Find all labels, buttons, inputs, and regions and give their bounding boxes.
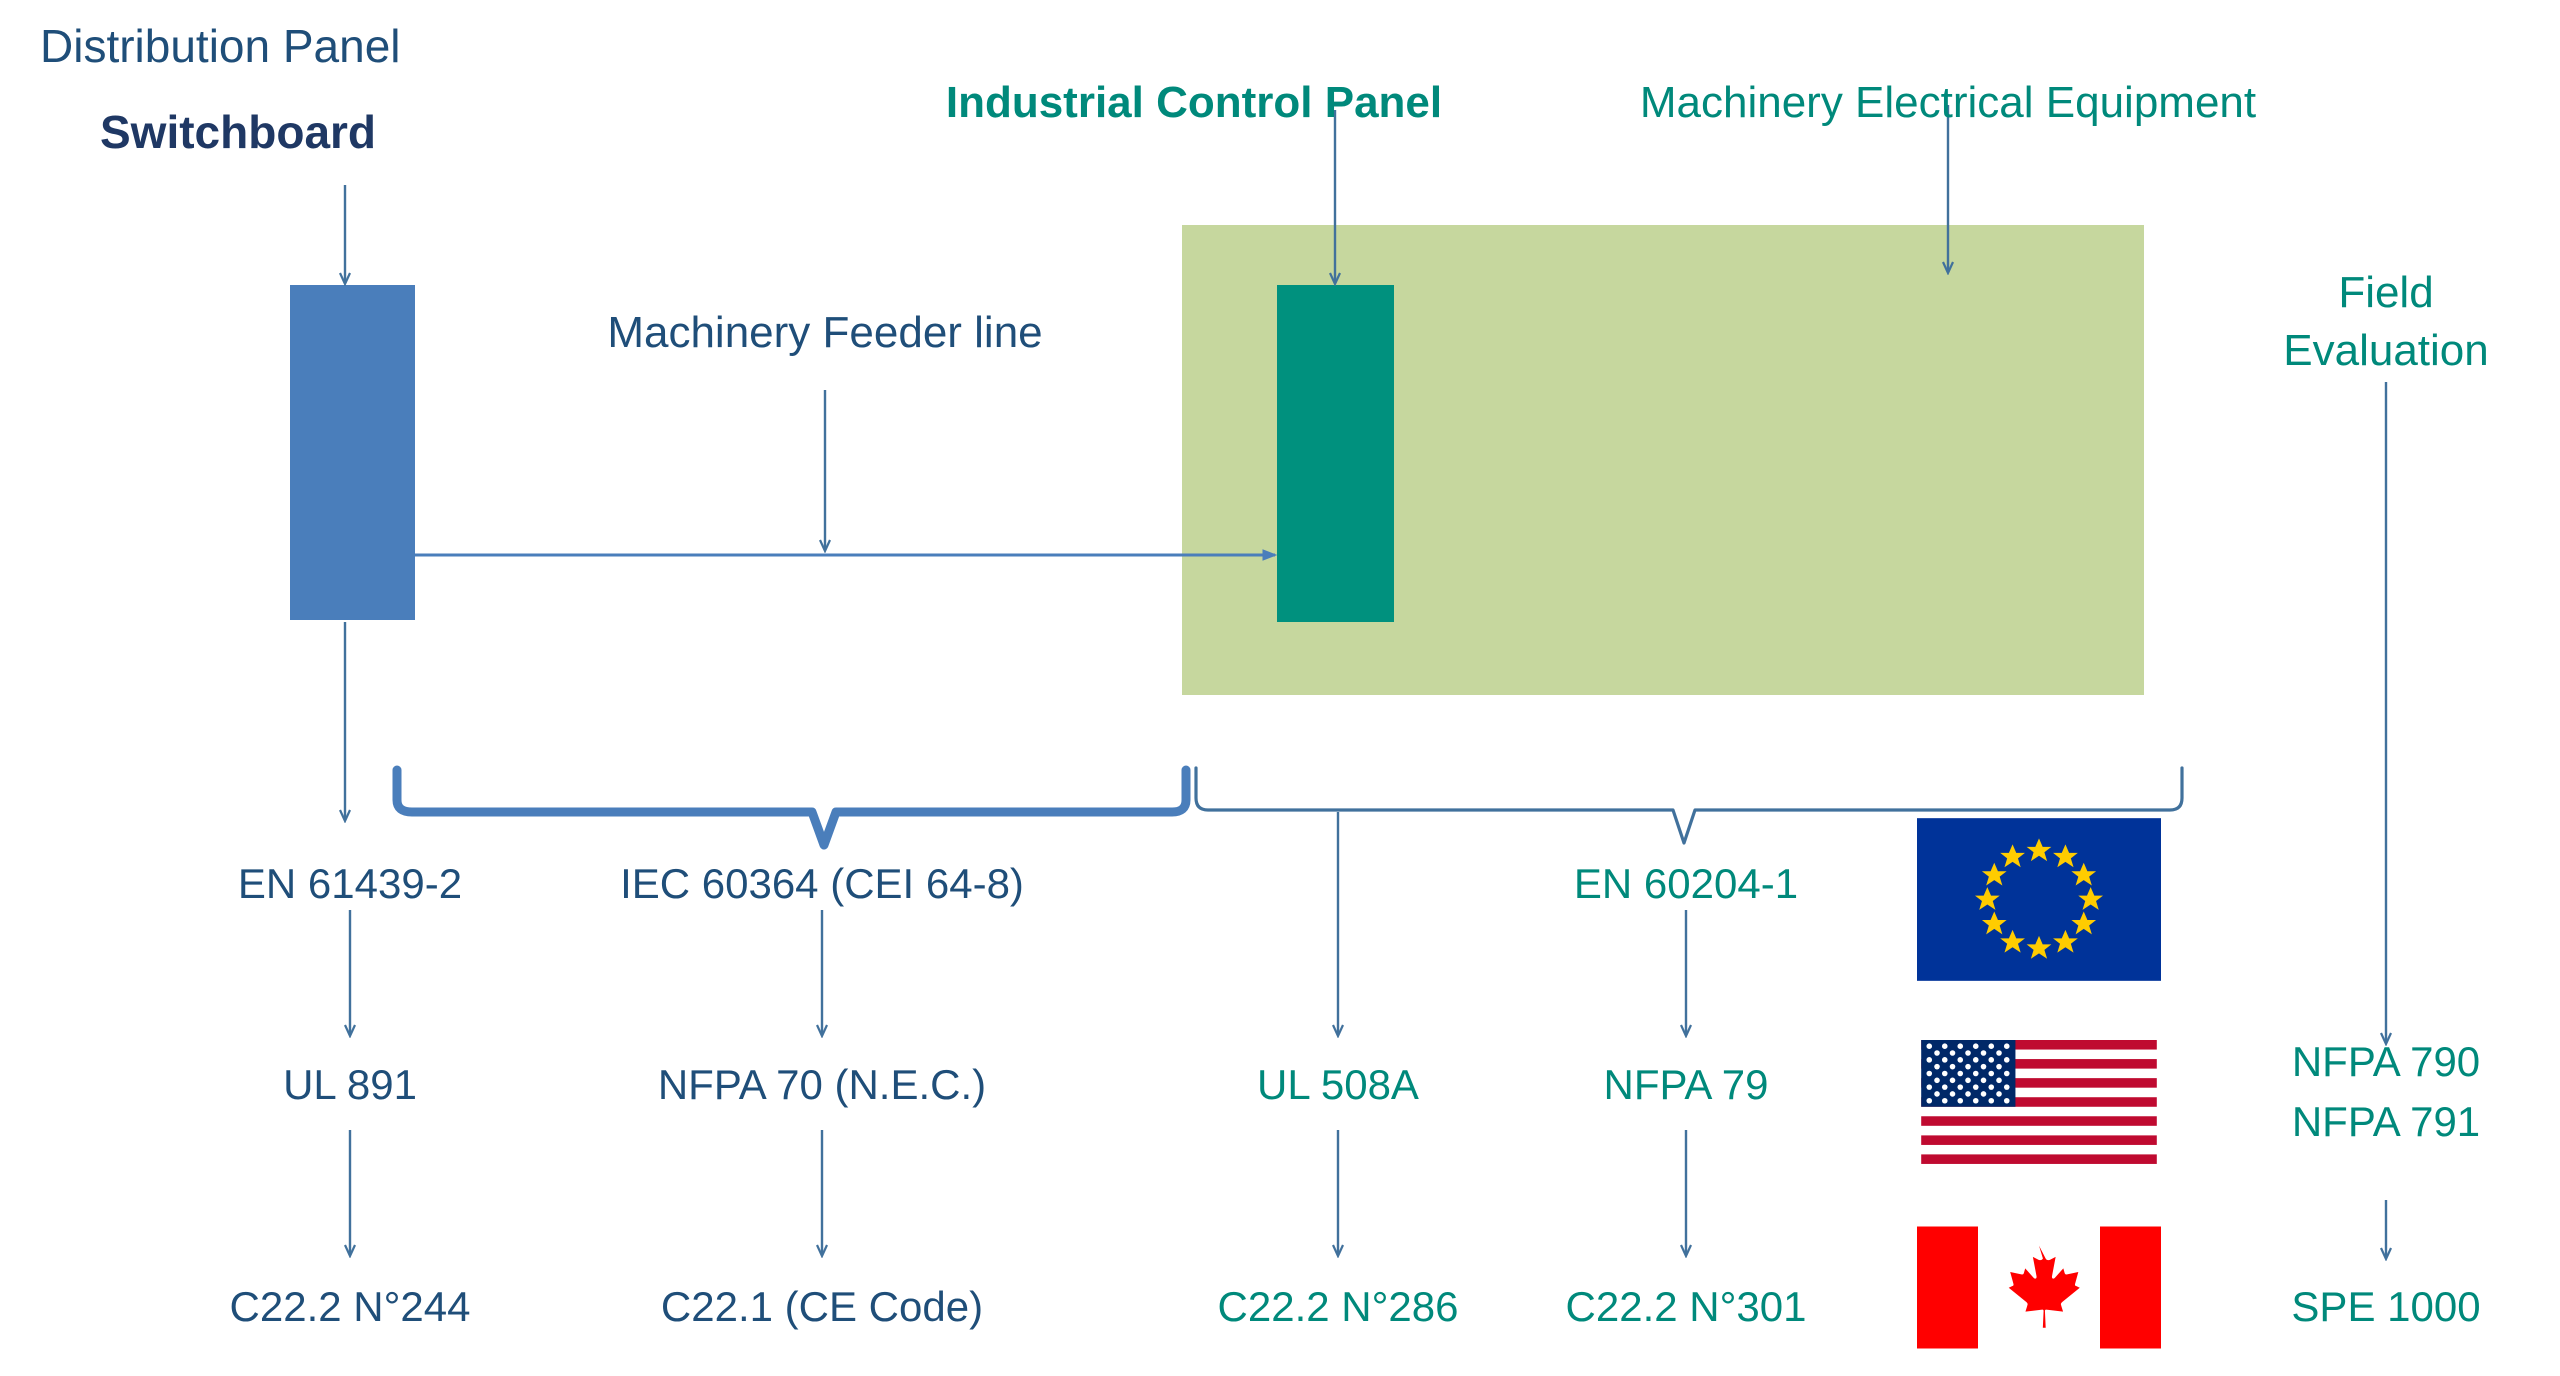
standard-nfpa-790: NFPA 790 xyxy=(2291,1038,2481,1085)
label-machinery-electrical-equipment: Machinery Electrical Equipment xyxy=(1639,78,2257,127)
standard-nfpa-79: NFPA 79 xyxy=(1603,1061,1769,1108)
label-distribution-panel: Distribution Panel xyxy=(40,20,401,72)
us-flag xyxy=(1921,1040,2157,1164)
standard-c22-2-n244: C22.2 N°244 xyxy=(229,1283,471,1330)
standard-en-60204-1: EN 60204-1 xyxy=(1573,860,1799,907)
standard-spe-1000: SPE 1000 xyxy=(2291,1283,2481,1330)
label-field-evaluation-line2: Evaluation xyxy=(2283,326,2489,375)
standard-nfpa-791: NFPA 791 xyxy=(2291,1098,2481,1145)
eu-flag xyxy=(1917,818,2161,981)
switchboard-box xyxy=(290,285,415,620)
standard-ul-508a: UL 508A xyxy=(1257,1061,1419,1108)
standard-c22-1-ce-code: C22.1 (CE Code) xyxy=(660,1283,984,1330)
label-machinery-feeder-line: Machinery Feeder line xyxy=(607,308,1043,357)
standard-en-61439-2: EN 61439-2 xyxy=(237,860,463,907)
label-industrial-control-panel: Industrial Control Panel xyxy=(945,78,1443,127)
label-switchboard: Switchboard xyxy=(100,106,377,158)
standard-c22-2-n301: C22.2 N°301 xyxy=(1565,1283,1807,1330)
brace-feeder-group xyxy=(392,765,1191,850)
industrial-control-panel-box xyxy=(1277,285,1394,622)
standard-ul-891: UL 891 xyxy=(283,1061,417,1108)
standard-iec-60364: IEC 60364 (CEI 64-8) xyxy=(620,860,1024,907)
label-field-evaluation-line1: Field xyxy=(2338,268,2434,317)
standard-c22-2-n286: C22.2 N°286 xyxy=(1217,1283,1459,1330)
standard-nfpa-70: NFPA 70 (N.E.C.) xyxy=(657,1061,987,1108)
canada-flag xyxy=(1917,1226,2161,1349)
